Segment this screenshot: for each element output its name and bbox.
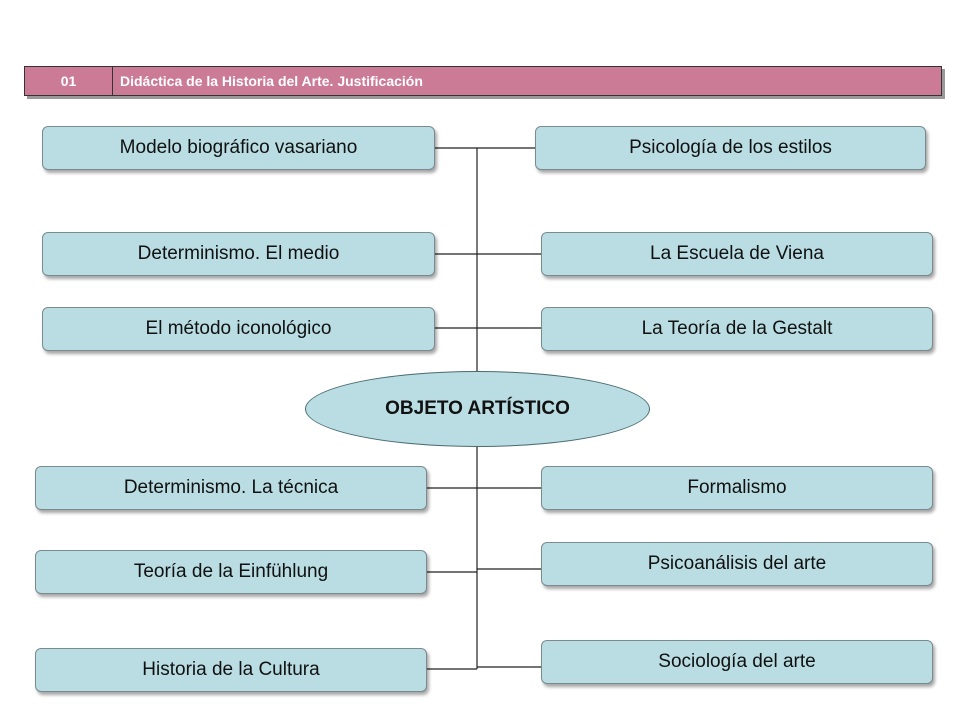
box-determinismo-medio: Determinismo. El medio — [42, 232, 435, 276]
box-psicoanalisis-arte: Psicoanálisis del arte — [541, 542, 933, 586]
box-sociologia-arte: Sociología del arte — [541, 640, 933, 684]
box-escuela-viena: La Escuela de Viena — [541, 232, 933, 276]
header-title: Didáctica de la Historia del Arte. Justi… — [120, 73, 423, 89]
box-historia-cultura: Historia de la Cultura — [35, 648, 427, 692]
header-bar: 01 Didáctica de la Historia del Arte. Ju… — [24, 66, 942, 96]
box-formalismo: Formalismo — [541, 466, 933, 510]
box-teoria-einfuhlung: Teoría de la Einfühlung — [35, 550, 427, 594]
header-number: 01 — [25, 67, 113, 95]
center-ellipse: OBJETO ARTÍSTICO — [305, 371, 650, 447]
box-modelo-biografico: Modelo biográfico vasariano — [42, 126, 435, 170]
box-psicologia-estilos: Psicología de los estilos — [535, 126, 926, 170]
box-teoria-gestalt: La Teoría de la Gestalt — [541, 307, 933, 351]
box-metodo-iconologico: El método iconológico — [42, 307, 435, 351]
box-determinismo-tecnica: Determinismo. La técnica — [35, 466, 427, 510]
